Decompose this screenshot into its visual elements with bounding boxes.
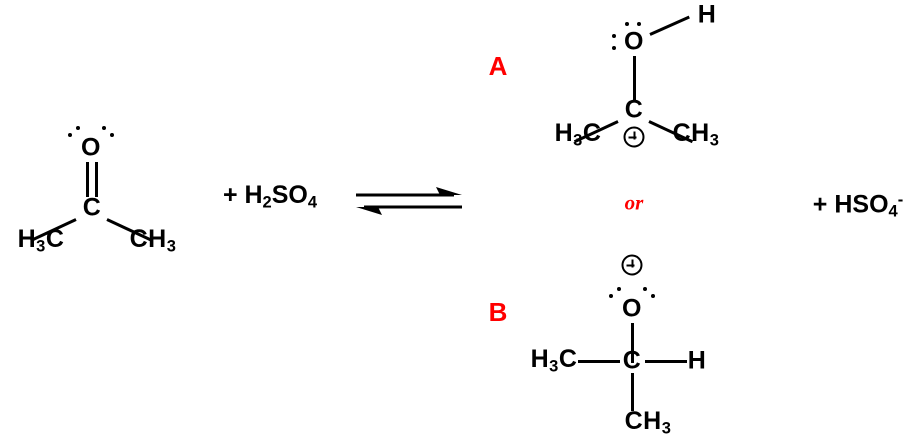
lone-pair-dot <box>612 46 616 50</box>
lone-pair-dot <box>612 34 616 38</box>
positive-charge-symbol-a <box>623 126 645 148</box>
lone-pair-dot <box>637 22 641 26</box>
atom-left-methyl-a: H3C <box>555 121 602 149</box>
atom-left-methyl: H3C <box>18 227 65 255</box>
lone-pair-dot <box>651 294 655 298</box>
lone-pair-dot <box>609 294 613 298</box>
atom-carbon-central-a: C <box>624 95 644 124</box>
bond-o-c-single-b <box>631 323 634 363</box>
bond-o-c-single <box>633 56 636 100</box>
atom-carbon-central-b: C <box>622 346 642 375</box>
bond-c-left-methyl-b <box>578 360 620 363</box>
lone-pair-dot <box>68 133 72 137</box>
or-connector: or <box>624 190 644 215</box>
equilibrium-arrow-svg <box>356 187 462 215</box>
product-b-label: B <box>488 297 508 327</box>
atom-oxygen-hydroxyl: O <box>624 27 644 56</box>
right-methyl-formula-a: CH3 <box>672 119 720 150</box>
atom-oxygen-carbonyl: O <box>81 133 101 162</box>
left-methyl-formula-b: H3C <box>530 345 578 376</box>
lone-pair-dot <box>625 22 629 26</box>
atom-hydrogen-b: H <box>687 346 707 375</box>
left-methyl-formula-a: H3C <box>554 119 602 150</box>
lone-pair-dot <box>110 133 114 137</box>
bond-o-h <box>649 15 690 36</box>
atom-hydroxyl-hydrogen: H <box>697 0 717 29</box>
atom-right-methyl: CH3 <box>130 227 177 255</box>
atom-left-methyl-b: H3C <box>531 347 578 375</box>
atom-bottom-methyl-b: CH3 <box>625 409 672 437</box>
bond-c-o-double-line-2 <box>95 162 98 197</box>
lone-pair-dot <box>102 126 106 130</box>
byproduct-bisulfate: + HSO4- <box>812 190 904 221</box>
bottom-methyl-formula-b: CH3 <box>624 407 672 438</box>
lone-pair-dot <box>617 287 621 291</box>
bond-c-bottom-methyl-b <box>631 373 634 411</box>
positive-charge-symbol-b <box>621 254 643 276</box>
lone-pair-dot <box>643 287 647 291</box>
reagent-sulfuric-acid: + H2SO4 <box>222 181 318 212</box>
atom-carbon-carbonyl: C <box>82 193 102 222</box>
equilibrium-arrow <box>354 184 464 220</box>
left-methyl-formula: H3C <box>17 225 65 256</box>
atom-oxygen-b: O <box>622 294 642 323</box>
lone-pair-dot <box>76 126 80 130</box>
bond-c-o-double-line-1 <box>86 162 89 197</box>
bond-c-h-b <box>645 360 687 363</box>
atom-right-methyl-a: CH3 <box>673 121 720 149</box>
right-methyl-formula: CH3 <box>129 225 177 256</box>
product-a-label: A <box>488 51 508 81</box>
